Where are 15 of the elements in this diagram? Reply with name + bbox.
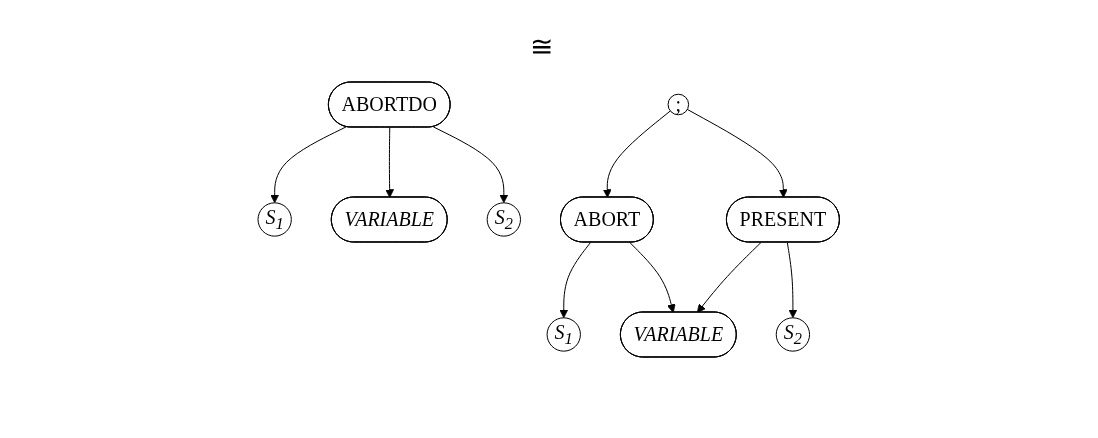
node-circle: S$_{2}$ — [487, 201, 522, 237]
arrow — [270, 125, 347, 203]
congruence-symbol: ≅ — [530, 30, 553, 63]
node-circle: S$_{1}$ — [257, 201, 293, 237]
arrow — [559, 241, 592, 318]
arrow — [629, 241, 676, 313]
node-circle: S$_{1}$ — [546, 316, 582, 352]
node-circle: ; — [667, 93, 690, 115]
node-circle: S$_{2}$ — [776, 316, 811, 352]
arrow — [697, 241, 762, 313]
arrow — [433, 125, 509, 203]
arrow — [687, 108, 788, 198]
arrow — [385, 126, 395, 198]
arrow — [787, 241, 798, 318]
arrow — [603, 109, 672, 198]
